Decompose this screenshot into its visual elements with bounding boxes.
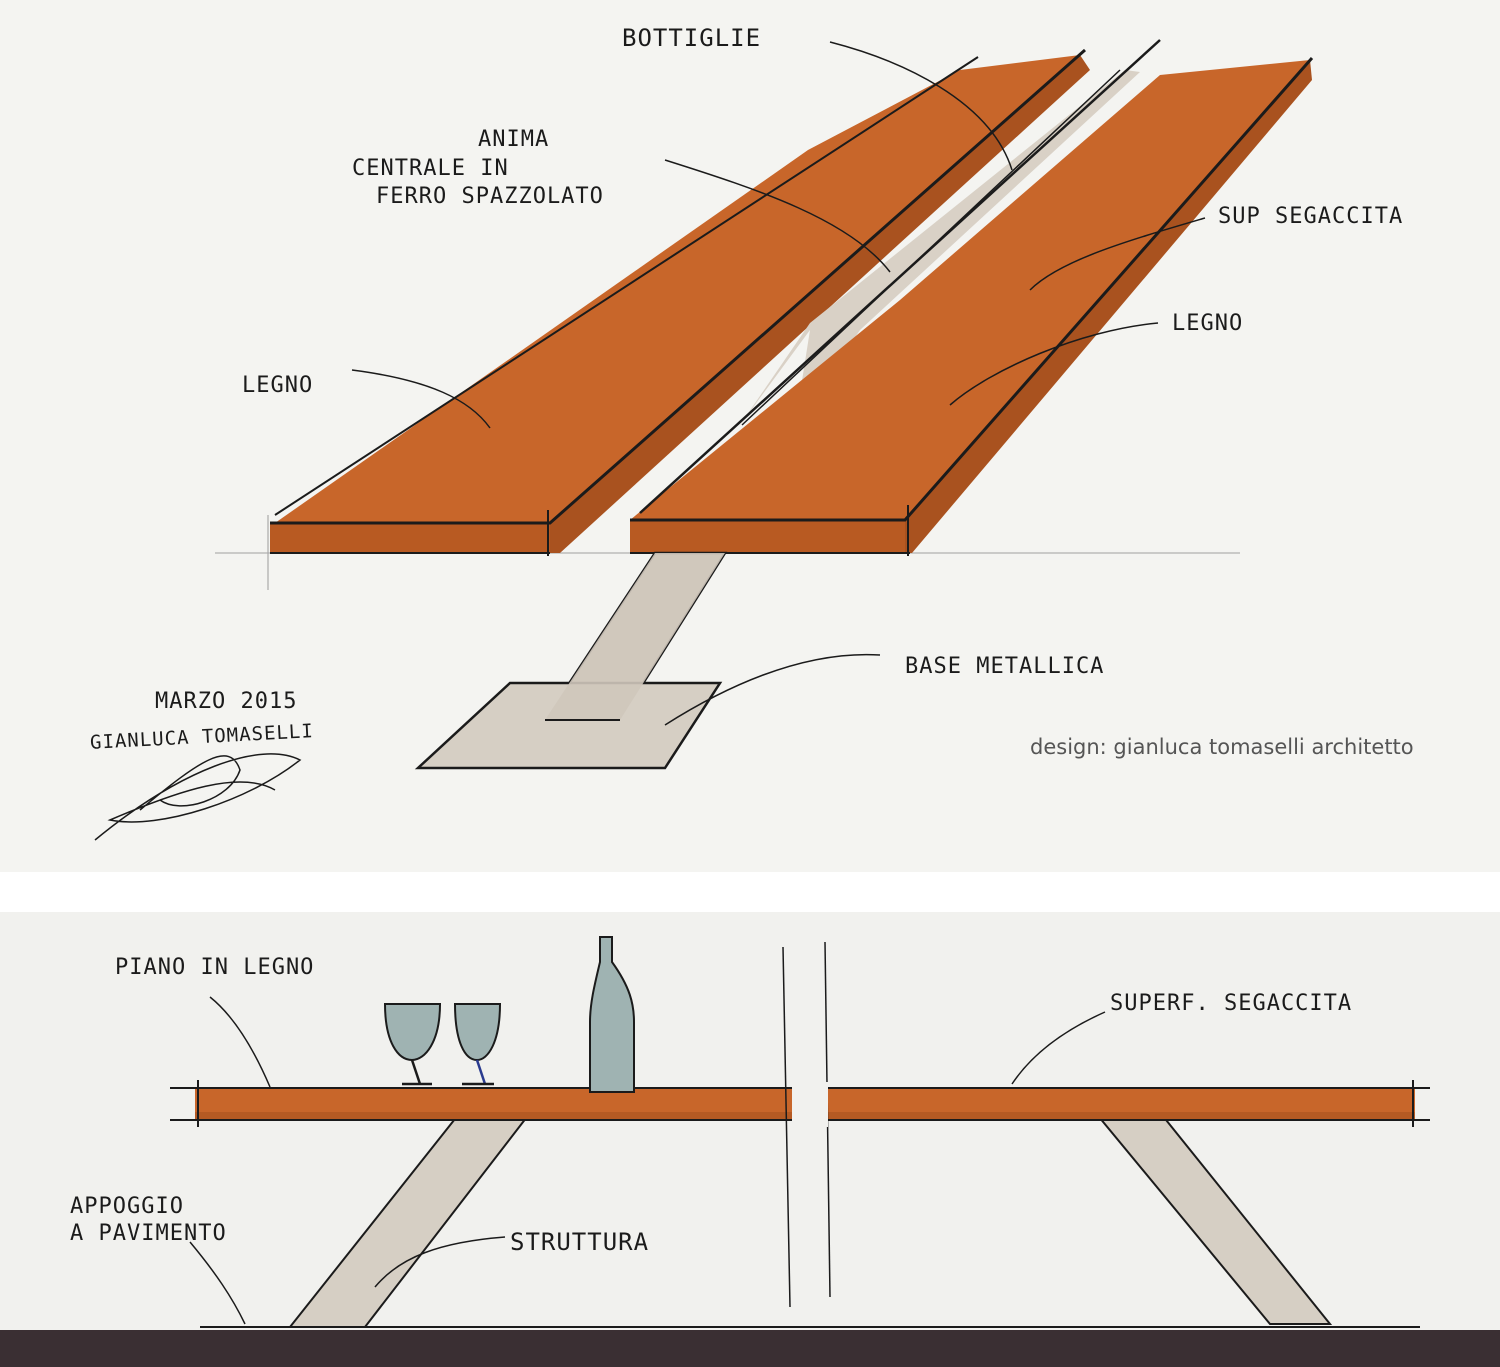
leader-sup-segaccita <box>1029 217 1206 291</box>
metal-leg-front <box>545 553 725 720</box>
leg-right <box>1082 1099 1333 1325</box>
label-ferro-spazzolato: FERRO SPAZZOLATO <box>376 184 604 209</box>
label-base-metallica: BASE METALLICA <box>905 654 1105 679</box>
perspective-drawing <box>94 39 1314 841</box>
perspective-sketch: BOTTIGLIE ANIMA CENTRALE IN FERRO SPAZZO… <box>0 0 1500 872</box>
leader-legno-right <box>949 322 1159 406</box>
break-gap <box>792 1082 828 1127</box>
right-plank-outline <box>630 57 1314 522</box>
label-anima: ANIMA <box>478 127 550 152</box>
central-steel-core <box>740 70 1140 425</box>
left-plank-side <box>550 55 1090 553</box>
left-plank-front <box>270 523 550 553</box>
left-plank-top <box>275 55 1080 523</box>
label-piano-in-legno: PIANO IN LEGNO <box>115 955 315 980</box>
leader-anima <box>664 159 891 273</box>
right-plank-top <box>630 60 1310 520</box>
label-struttura: STRUTTURA <box>510 1228 650 1256</box>
design-credit: design: gianluca tomaselli architetto <box>1030 735 1414 759</box>
leg-left <box>287 1099 543 1328</box>
label-bottiglie: BOTTIGLIE <box>622 24 762 52</box>
label-appoggio: APPOGGIO <box>70 1194 184 1219</box>
leader-superf-segaccita <box>1011 1011 1106 1085</box>
leader-legno-left <box>351 369 491 429</box>
sketch-date: MARZO 2015 <box>155 689 298 714</box>
label-centrale-in: CENTRALE IN <box>352 156 509 181</box>
floor <box>0 1330 1500 1367</box>
wine-glass-left <box>383 1003 442 1086</box>
elevation-sketch: PIANO IN LEGNO SUPERF. SEGACCITA APPOGGI… <box>0 912 1500 1367</box>
leader-bottiglie <box>829 41 1013 171</box>
label-superf-segaccita: SUPERF. SEGACCITA <box>1110 991 1353 1016</box>
wine-glass-right <box>453 1003 502 1086</box>
leader-struttura <box>374 1236 506 1288</box>
signature-scribble <box>94 753 302 841</box>
label-sup-segaccita: SUP SEGACCITA <box>1218 204 1404 229</box>
right-plank-side <box>905 60 1312 553</box>
leader-base-metallica <box>664 653 881 726</box>
metal-base-plate <box>414 681 723 770</box>
label-legno-right: LEGNO <box>1172 311 1244 336</box>
core-edge <box>741 69 1121 426</box>
leader-piano-in-legno <box>209 996 271 1088</box>
elevation-drawing <box>0 936 1500 1367</box>
break-line <box>782 946 791 1308</box>
label-legno-left: LEGNO <box>242 373 314 398</box>
label-a-pavimento: A PAVIMENTO <box>70 1221 227 1246</box>
wine-bottle <box>589 936 635 1093</box>
right-plank-front <box>630 520 905 553</box>
left-plank-outline <box>270 48 1086 525</box>
left-plank-back-edge <box>274 56 979 516</box>
leader-appoggio <box>189 1241 246 1325</box>
